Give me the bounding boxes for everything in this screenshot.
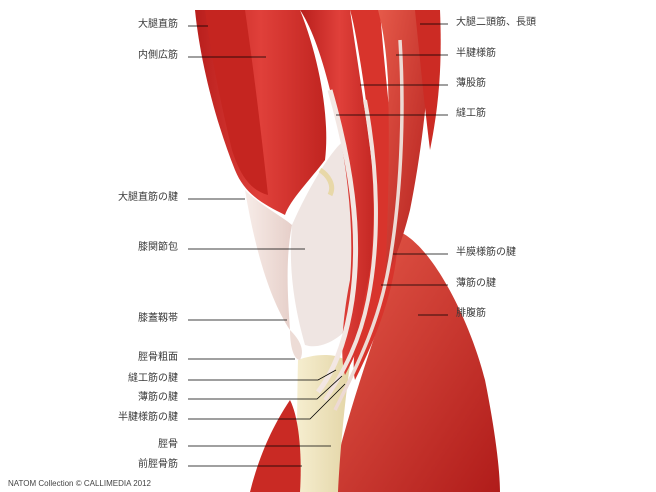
semitendinosus-muscle <box>378 10 432 280</box>
copyright-credit: NATOM Collection © CALLIMEDIA 2012 <box>8 479 151 488</box>
label-rectus-femoris: 大腿直筋 <box>138 19 178 30</box>
gastrocnemius-muscle <box>330 230 500 492</box>
leader-line <box>188 375 343 400</box>
label-patellar-ligament: 膝蓋靱帯 <box>138 313 178 324</box>
joint-capsule <box>290 140 357 347</box>
rectus-femoris-tendon <box>245 190 292 330</box>
leader-line <box>188 369 337 381</box>
label-tibia: 脛骨 <box>158 439 178 450</box>
sartorius-muscle <box>300 10 379 375</box>
leader-line <box>188 383 346 420</box>
label-sartorius: 縫工筋 <box>456 108 486 119</box>
label-tibialis-anterior: 前脛骨筋 <box>138 459 178 470</box>
patellar-ligament <box>290 330 302 360</box>
tibia-bone <box>296 355 350 492</box>
label-rectus-femoris-tendon: 大腿直筋の腱 <box>118 192 178 203</box>
rectus-femoris-muscle <box>205 10 268 195</box>
label-semitendinosus: 半腱様筋 <box>456 48 496 59</box>
label-biceps-femoris-long-head: 大腿二頭筋、長頭 <box>456 17 536 28</box>
label-gracilis: 薄股筋 <box>456 78 486 89</box>
label-tibial-tuberosity: 脛骨粗面 <box>138 352 178 363</box>
label-gracilis-tendon: 薄筋の腱 <box>138 392 178 403</box>
label-vastus-medialis: 内側広筋 <box>138 50 178 61</box>
label-joint-capsule: 膝関節包 <box>138 242 178 253</box>
label-sartorius-tendon: 縫工筋の腱 <box>128 373 178 384</box>
label-gastrocnemius: 腓腹筋 <box>456 308 486 319</box>
label-gracilis-tendon-right: 薄筋の腱 <box>456 278 496 289</box>
label-semimembranosus-tendon: 半膜様筋の腱 <box>456 247 516 258</box>
label-semitendinosus-tendon: 半腱様筋の腱 <box>118 412 178 423</box>
